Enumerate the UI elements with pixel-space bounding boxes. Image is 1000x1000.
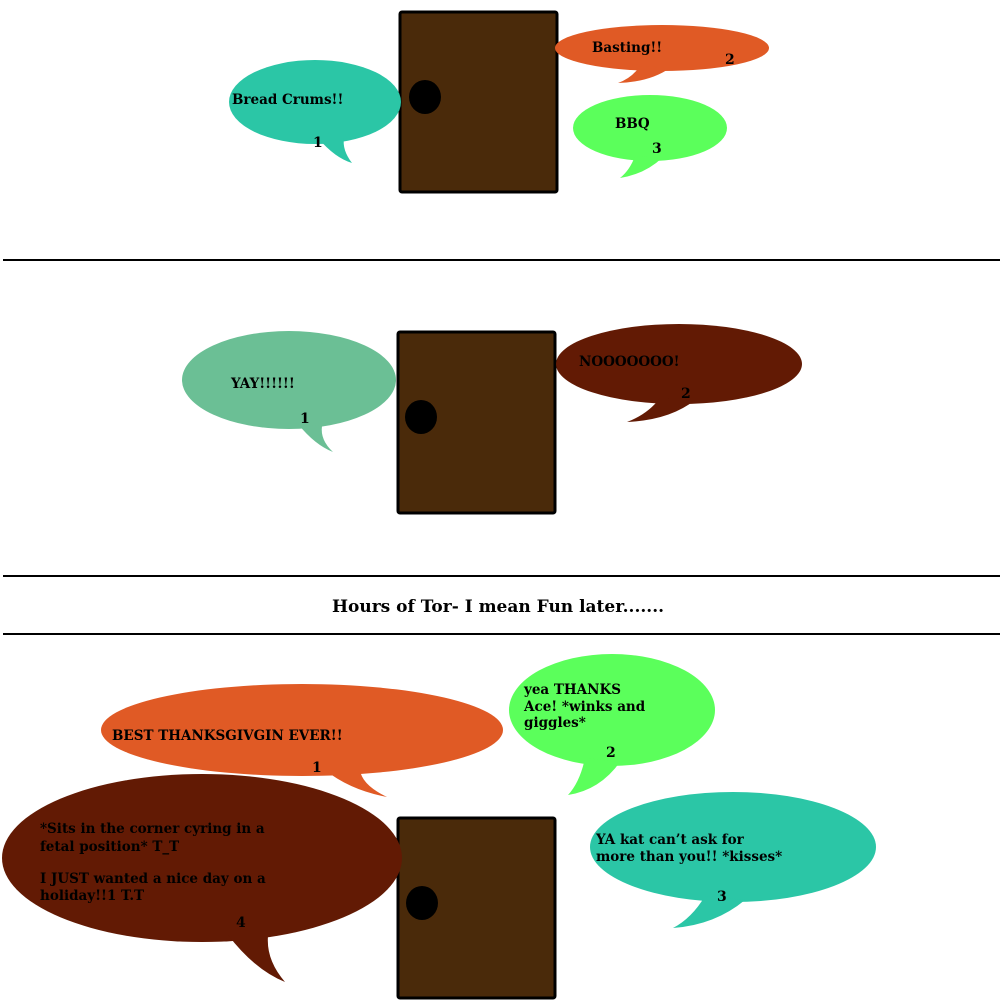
bubble-text: YAY!!!!!!: [230, 376, 295, 392]
speech-bubble-4: *Sits in the corner cyring in a fetal po…: [2, 774, 402, 982]
speech-bubble-2: yea THANKS Ace! *winks and giggles* 2: [509, 654, 715, 795]
bubble-text-line: fetal position* T_T: [40, 839, 179, 855]
bubble-text: Basting!!: [592, 40, 662, 56]
panel-1: Bread Crums!! 1 Basting!! 2 BBQ 3: [229, 10, 769, 194]
bubble-text-line: more than you!! *kisses*: [596, 849, 782, 865]
door-knob: [409, 80, 441, 114]
speech-bubble-3: BBQ 3: [573, 95, 727, 178]
bubble-text-line: Ace! *winks and: [523, 699, 646, 715]
bubble-number: 2: [681, 386, 691, 402]
bubble-number: 2: [725, 52, 735, 68]
door-knob: [405, 400, 437, 434]
bubble-text-line: *Sits in the corner cyring in a: [40, 821, 265, 837]
bubble-text: Bread Crums!!: [232, 92, 343, 108]
bubble-number: 3: [717, 889, 727, 905]
panel-3: BEST THANKSGIVGIN EVER!! 1 yea THANKS Ac…: [2, 654, 876, 1000]
bubble-number: 1: [312, 760, 322, 776]
bubble-text: BEST THANKSGIVGIN EVER!!: [112, 728, 343, 744]
bubble-text-line: giggles*: [524, 715, 586, 731]
panel-2: YAY!!!!!! 1 NOOOOOOO! 2: [182, 324, 802, 515]
speech-bubble-2: Basting!! 2: [555, 25, 769, 83]
speech-bubble-1: YAY!!!!!! 1: [182, 331, 396, 452]
door-knob: [406, 886, 438, 920]
bubble-number: 1: [300, 411, 310, 427]
bubble-number: 3: [652, 141, 662, 157]
speech-bubble-3: YA kat can’t ask for more than you!! *ki…: [590, 792, 876, 928]
bubble-number: 4: [236, 915, 246, 931]
bubble-text-line: YA kat can’t ask for: [595, 832, 745, 848]
bubble-text-line: yea THANKS: [523, 682, 621, 698]
caption: Hours of Tor- I mean Fun later.......: [332, 597, 664, 617]
bubble-number: 2: [606, 745, 616, 761]
door: [396, 330, 557, 515]
speech-bubble-1: BEST THANKSGIVGIN EVER!! 1: [101, 684, 503, 797]
bubble-text-line: I JUST wanted a nice day on a: [40, 871, 266, 887]
speech-bubble-1: Bread Crums!! 1: [229, 60, 401, 163]
speech-bubble-2: NOOOOOOO! 2: [556, 324, 802, 422]
bubble-text-line: holiday!!1 T.T: [40, 888, 144, 904]
door: [396, 816, 557, 1000]
bubble-text: NOOOOOOO!: [579, 354, 680, 370]
bubble-number: 1: [313, 135, 323, 151]
bubble-text: BBQ: [615, 116, 650, 132]
